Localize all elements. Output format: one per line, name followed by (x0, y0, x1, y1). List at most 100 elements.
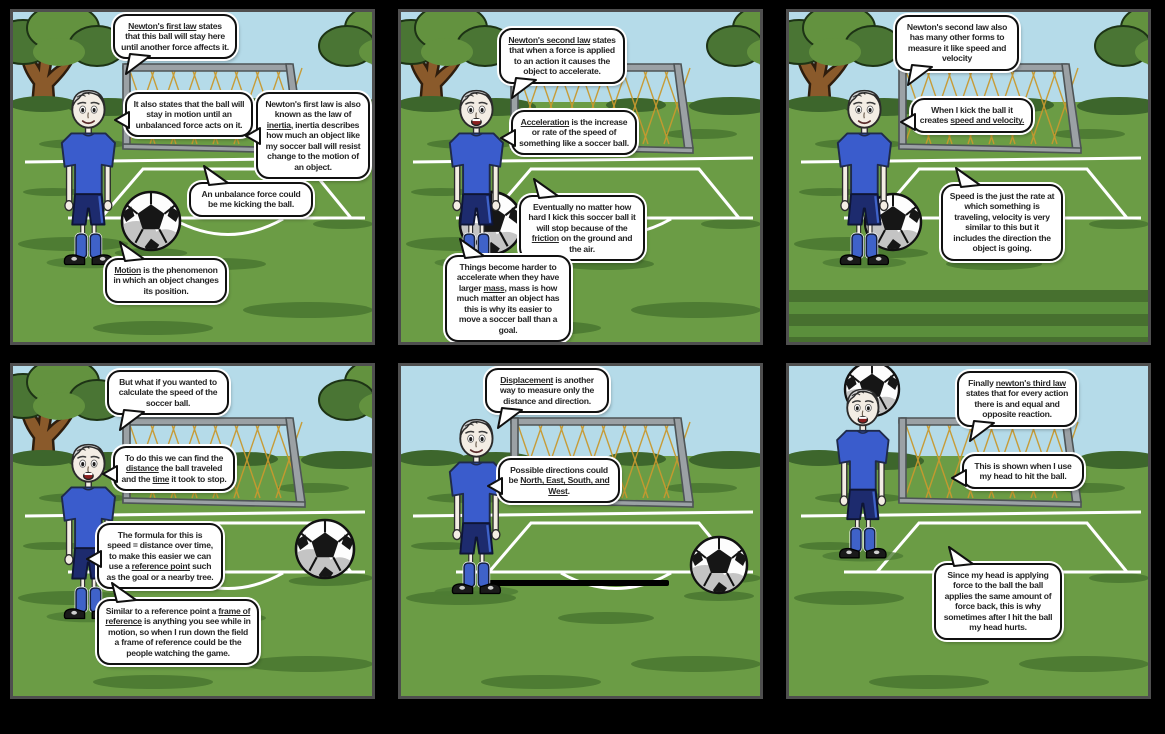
bubble-text: such as the goal or a nearby tree. (106, 561, 214, 582)
speech-bubble: Things become harder to accelerate when … (445, 238, 571, 342)
speech-bubble: Displacement is another way to measure o… (485, 368, 609, 429)
speech-bubble: To do this we can find the distance the … (102, 446, 235, 492)
speech-bubble: Similar to a reference point a frame of … (97, 582, 259, 666)
bubble-text: it took to stop. (169, 473, 227, 484)
panel-6[interactable]: Finally newton's third law states that f… (786, 363, 1151, 699)
underlined-term: Motion (114, 265, 141, 275)
underlined-term: Displacement (500, 375, 554, 385)
grass-stripes (789, 290, 1148, 342)
boy-character (434, 418, 519, 598)
underlined-term: frame of reference (105, 606, 251, 627)
bubble-text: states that for every action there is an… (965, 388, 1069, 420)
bubble-text: Eventually no matter how hard I kick thi… (528, 202, 636, 233)
speech-bubble-tail (500, 128, 516, 150)
panel-5[interactable]: Displacement is another way to measure o… (398, 363, 763, 699)
speech-bubble-tail (948, 546, 974, 569)
speech-bubble-tail (907, 64, 933, 88)
speech-bubble-tail (119, 408, 145, 433)
panel-2[interactable]: Newton's second law states that when a f… (398, 9, 763, 345)
bubble-text: Possible directions could be (508, 465, 609, 486)
underlined-term: Newton's second law (508, 35, 591, 45)
speech-bubble-tail (497, 406, 523, 431)
speech-bubble: Eventually no matter how hard I kick thi… (519, 178, 645, 262)
tree (318, 12, 372, 67)
bubble-text: , mass is how much matter an object has … (456, 282, 560, 335)
underlined-term: distance (125, 463, 159, 474)
panel-3[interactable]: Newton's second law also has many other … (786, 9, 1151, 345)
underlined-term: reference point (131, 561, 191, 572)
speech-bubble-tail (533, 178, 559, 201)
panel-1[interactable]: Newton's first law states that this ball… (10, 9, 375, 345)
speech-bubble-tail (951, 468, 967, 490)
bubble-text: Newton's second law also has many other … (906, 22, 1008, 64)
underlined-term: Newton's first law (128, 21, 197, 31)
bubble-text: Similar to a reference point a (105, 606, 219, 616)
speech-bubble-tail (119, 241, 145, 264)
bubble-text: is another way to measure only the dista… (499, 375, 595, 406)
speech-bubble-tail (203, 165, 229, 188)
bubble-text: , inertia describes how much an object l… (265, 119, 361, 172)
speech-bubble: Speed is the just the rate at which some… (941, 167, 1063, 261)
speech-bubble: It also states that the ball will stay i… (114, 92, 253, 138)
speech-bubble: An unbalance force could be me kicking t… (189, 165, 313, 217)
speech-bubble-tail (955, 167, 981, 190)
speech-bubble: Newton's second law states that when a f… (499, 28, 625, 100)
speech-bubble-tail (459, 238, 485, 261)
bubble-text: The formula for this is speed = distance… (107, 530, 213, 572)
ball-shadow (288, 576, 362, 586)
speech-bubble: Since my head is applying force to the b… (934, 546, 1062, 640)
underlined-term: speed and velocity. (950, 115, 1025, 126)
bubble-text: This is shown when I use my head to hit … (974, 461, 1072, 482)
speech-bubble-tail (900, 112, 916, 134)
bubble-text: To do this we can find the (124, 453, 224, 463)
speech-bubble-tail (111, 582, 137, 605)
bubble-text: But what if you wanted to calculate the … (118, 377, 218, 408)
underlined-term: newton's third law (995, 378, 1066, 388)
speech-bubble: Newton's second law also has many other … (895, 15, 1019, 87)
tree (318, 366, 372, 421)
tree (789, 12, 902, 142)
speech-bubble: Finally newton's third law states that f… (957, 371, 1077, 443)
bubble-text: Finally (968, 378, 996, 388)
tree (13, 366, 126, 496)
speech-bubble-tail (125, 52, 151, 77)
underlined-term: friction (531, 233, 559, 244)
bubble-text: on the ground and the air. (558, 233, 633, 254)
speech-bubble: The formula for this is speed = distance… (86, 523, 223, 590)
underlined-term: time (152, 473, 170, 484)
boy-character (822, 388, 904, 562)
speech-bubble-tail (114, 110, 130, 132)
underlined-term: inertia (266, 119, 291, 130)
speech-bubble-tail (86, 549, 102, 571)
tree (706, 12, 760, 67)
bubble-text: . (567, 485, 570, 496)
displacement-line (489, 580, 669, 586)
bubble-text: Since my head is applying force to the b… (943, 570, 1053, 633)
speech-bubble-tail (245, 126, 261, 148)
underlined-term: North, East, South, and West (520, 475, 610, 496)
speech-bubble: When I kick the ball it creates speed an… (900, 98, 1033, 133)
bubble-text: Things become harder to accelerate when … (456, 262, 560, 293)
panel-4[interactable]: But what if you wanted to calculate the … (10, 363, 375, 699)
speech-bubble-tail (511, 77, 537, 101)
bubble-text: It also states that the ball will stay i… (133, 99, 245, 130)
bubble-text: is anything you see while in motion, so … (108, 616, 251, 658)
ball-shadow (684, 591, 754, 601)
speech-bubble: Newton's first law is also known as the … (245, 92, 370, 180)
bubble-text: states that when a force is applied to a… (509, 35, 616, 77)
speech-bubble-tail (102, 464, 118, 486)
bubble-text: When I kick the ball it creates (919, 105, 1013, 126)
speech-bubble: Possible directions could be North, East… (487, 458, 620, 504)
speech-bubble-tail (487, 476, 503, 498)
speech-bubble-tail (969, 420, 995, 444)
speech-bubble: Acceleration is the increase or rate of … (500, 110, 637, 156)
speech-bubble: Newton's first law states that this ball… (113, 14, 237, 75)
bubble-text: Speed is the just the rate at which some… (949, 191, 1055, 254)
bubble-text: is the increase or rate of the speed of … (519, 117, 629, 148)
tree (1094, 12, 1148, 67)
bubble-text: is the phenomenon in which an object cha… (113, 265, 219, 296)
underlined-term: Acceleration (520, 117, 570, 127)
speech-bubble: This is shown when I use my head to hit … (951, 454, 1084, 489)
bubble-text: Newton's first law is also known as the … (265, 99, 361, 120)
